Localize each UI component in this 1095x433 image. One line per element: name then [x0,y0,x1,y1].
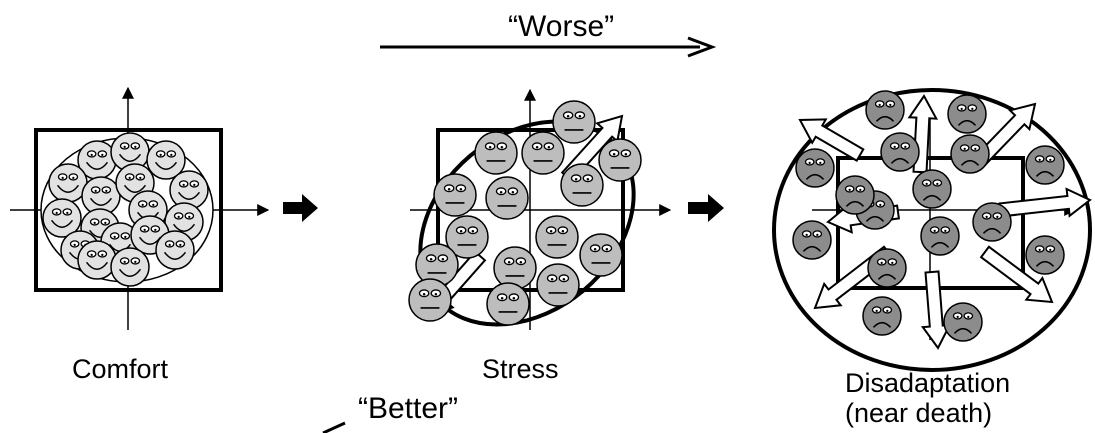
happy-face [77,240,117,280]
transition-arrow-2 [688,194,724,222]
neutral-face [552,100,596,144]
sad-face [862,296,902,336]
comfort-panel [10,86,270,330]
sad-face [943,302,983,342]
happy-face [164,202,204,242]
better-arrow-stub [322,421,346,433]
pressure-arrow [979,245,1054,304]
sad-face [880,132,920,172]
stress-faces [408,100,642,326]
sad-face [972,202,1012,242]
disadaptation-ellipse [772,88,1092,372]
stress-ellipse [418,119,636,327]
sad-face [865,90,905,130]
sad-face [795,148,835,188]
disadaptation-faces [792,90,1065,342]
stress-panel [408,88,672,330]
neutral-face [486,282,530,326]
sad-face [950,134,990,174]
neutral-face [535,215,579,259]
sad-face [1025,145,1065,185]
neutral-face [579,233,623,277]
sad-face [835,175,875,215]
happy-face [42,198,82,238]
worse-label: “Worse” [508,10,615,43]
sad-face [947,94,987,134]
happy-face [155,230,195,270]
sad-face [912,169,952,209]
neutral-face [493,246,537,290]
happy-face [146,140,186,180]
neutral-face [536,263,580,307]
better-label: “Better” [358,392,459,425]
happy-face [169,170,209,210]
neutral-face [560,163,604,207]
comfort-label: Comfort [72,354,169,384]
sad-face [792,220,832,260]
happy-face [110,247,150,287]
happy-face [81,176,121,216]
disadaptation-label-line2: (near death) [845,398,993,428]
neutral-face [408,278,452,322]
transition-arrow-1 [283,194,318,222]
neutral-face [521,131,565,175]
neutral-face [474,131,518,175]
sad-face [1025,235,1065,275]
stress-label: Stress [482,354,559,384]
neutral-face [445,215,489,259]
neutral-face [415,243,459,287]
pressure-arrow [798,118,865,162]
disadaptation-label-line1: Disadaptation [845,368,1011,398]
disadaptation-panel [772,88,1092,372]
pressure-arrow [998,187,1092,218]
pressure-arrow [920,270,952,350]
comfort-faces [42,132,209,287]
sad-face [920,216,960,256]
worse-arrow [380,36,717,58]
neutral-face [598,138,642,182]
sad-face [867,248,907,288]
neutral-face [433,173,477,217]
neutral-face [485,176,529,220]
